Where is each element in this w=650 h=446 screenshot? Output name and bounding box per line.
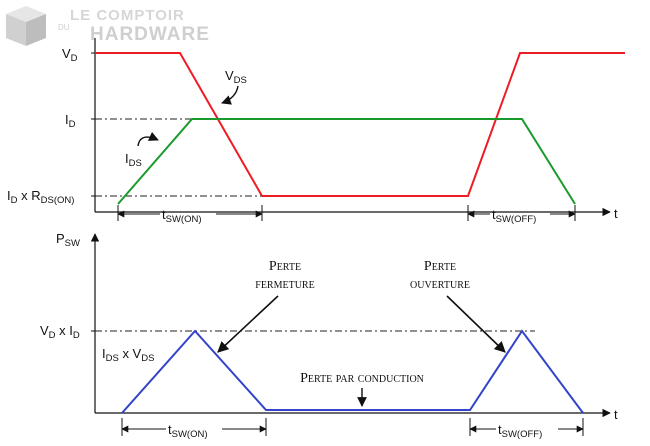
watermark-logo: LE COMPTOIR DU HARDWARE [6,6,210,46]
bottom-chart: PSW VD x ID IDS x VDS Perte fermeture Pe… [40,231,618,440]
vds-pointer-arrow [221,85,239,105]
turn-on-loss-line2: fermeture [255,277,314,292]
psw-curve [121,329,584,414]
vds-curve-label: VDS [225,68,247,86]
bottom-tsw-on-label: tSW(ON) [168,422,208,440]
turn-on-loss-line1: Perte [269,259,301,274]
top-t-label: t [614,206,618,221]
vd-label: VD [62,46,78,64]
turn-off-loss-arrow [446,295,506,353]
turn-on-loss-arrow [217,295,279,353]
top-tsw-off-label: tSW(OFF) [492,207,536,225]
logo-top-text: LE COMPTOIR [70,7,185,24]
logo-main-text: HARDWARE [90,24,210,45]
bottom-tsw-off-label: tSW(OFF) [498,422,542,440]
conduction-loss-label: Perte par conduction [300,371,424,386]
ids-pointer-arrow [137,131,159,147]
id-label: ID [65,112,76,130]
psw-axis-label: PSW [56,231,80,249]
ids-vds-curve-label: IDS x VDS [102,346,154,364]
turn-off-loss-line2: ouverture [410,277,470,292]
turn-off-loss-line1: Perte [424,259,456,274]
logo-mid-text: DU [58,23,70,32]
bottom-t-label: t [614,407,618,422]
idr-label: ID x RDS(ON) [7,188,74,206]
ids-curve-label: IDS [125,151,142,169]
top-tsw-on-label: tSW(ON) [162,207,202,225]
logo-cube-icon [6,6,46,46]
ids-curve [117,118,576,205]
vdid-label: VD x ID [40,323,80,341]
vds-curve [95,52,625,197]
top-chart: VD ID ID x RDS(ON) VDS IDS t tSW(ON) tSW… [7,38,625,225]
